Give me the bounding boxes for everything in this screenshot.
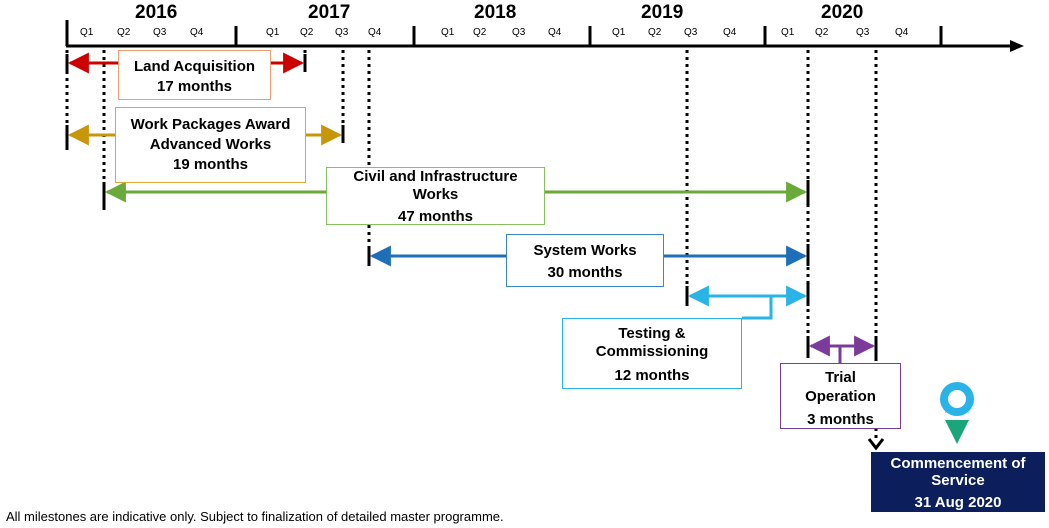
quarter-label: Q3 [856, 27, 870, 38]
year-label-2019: 2019 [641, 2, 684, 23]
year-separators [65, 20, 943, 46]
activity-duration: 19 months [172, 156, 248, 173]
activity-duration: 17 months [156, 78, 232, 95]
timeline-axis-arrowhead [1010, 40, 1024, 52]
quarter-label: Q4 [723, 27, 737, 38]
activity-duration: 30 months [547, 264, 623, 281]
activity-title: Land Acquisition [133, 58, 256, 75]
activity-duration: 12 months [614, 367, 690, 384]
year-label-2020: 2020 [821, 2, 864, 23]
quarter-label: Q3 [684, 27, 698, 38]
activity-title-line1: Testing & [618, 325, 686, 342]
milestone-date: 31 Aug 2020 [914, 494, 1002, 511]
civil-works-box: Civil and Infrastructure Works 47 months [326, 167, 545, 225]
testing-commissioning-box: Testing & Commissioning 12 months [562, 318, 742, 389]
activity-title-line2: Advanced Works [149, 136, 272, 153]
quarter-label: Q4 [368, 27, 382, 38]
milestone-line2: Service [931, 472, 985, 489]
land-acquisition-box: Land Acquisition 17 months [118, 50, 271, 100]
chevron-down-icon [867, 438, 885, 451]
quarter-label: Q1 [781, 27, 795, 38]
year-label-2018: 2018 [474, 2, 517, 23]
quarter-label: Q3 [153, 27, 167, 38]
quarter-label: Q1 [441, 27, 455, 38]
year-label-2017: 2017 [308, 2, 351, 23]
quarter-label: Q2 [300, 27, 314, 38]
activity-duration: 3 months [807, 411, 874, 428]
testing-connector [742, 296, 773, 320]
quarter-label: Q4 [190, 27, 204, 38]
activity-title-line1: Trial [825, 369, 856, 386]
quarter-label: Q1 [266, 27, 280, 38]
quarter-label: Q4 [548, 27, 562, 38]
activity-title: System Works [533, 242, 637, 259]
quarter-label: Q2 [815, 27, 829, 38]
activity-duration: 47 months [397, 208, 473, 225]
trial-operation-box: Trial Operation 3 months [780, 363, 901, 429]
location-pin-icon [940, 382, 974, 444]
footnote: All milestones are indicative only. Subj… [6, 509, 504, 524]
quarter-label: Q2 [648, 27, 662, 38]
year-label-2016: 2016 [135, 2, 178, 23]
activity-title-line1: Work Packages Award [130, 116, 291, 133]
commencement-of-service-milestone: Commencement of Service 31 Aug 2020 [871, 452, 1045, 512]
quarter-label: Q3 [512, 27, 526, 38]
activity-title-line2: Commissioning [595, 343, 709, 360]
activity-title-line2: Operation [805, 388, 876, 405]
quarter-label: Q1 [80, 27, 94, 38]
quarter-label: Q3 [335, 27, 349, 38]
milestone-line1: Commencement of [890, 455, 1026, 472]
system-works-box: System Works 30 months [506, 234, 664, 287]
quarter-label: Q2 [473, 27, 487, 38]
work-packages-box: Work Packages Award Advanced Works 19 mo… [115, 107, 306, 183]
quarter-label: Q2 [117, 27, 131, 38]
activity-title-line2: Works [412, 186, 459, 203]
quarter-label: Q1 [612, 27, 626, 38]
quarter-label: Q4 [895, 27, 909, 38]
activity-title-line1: Civil and Infrastructure [353, 168, 518, 185]
